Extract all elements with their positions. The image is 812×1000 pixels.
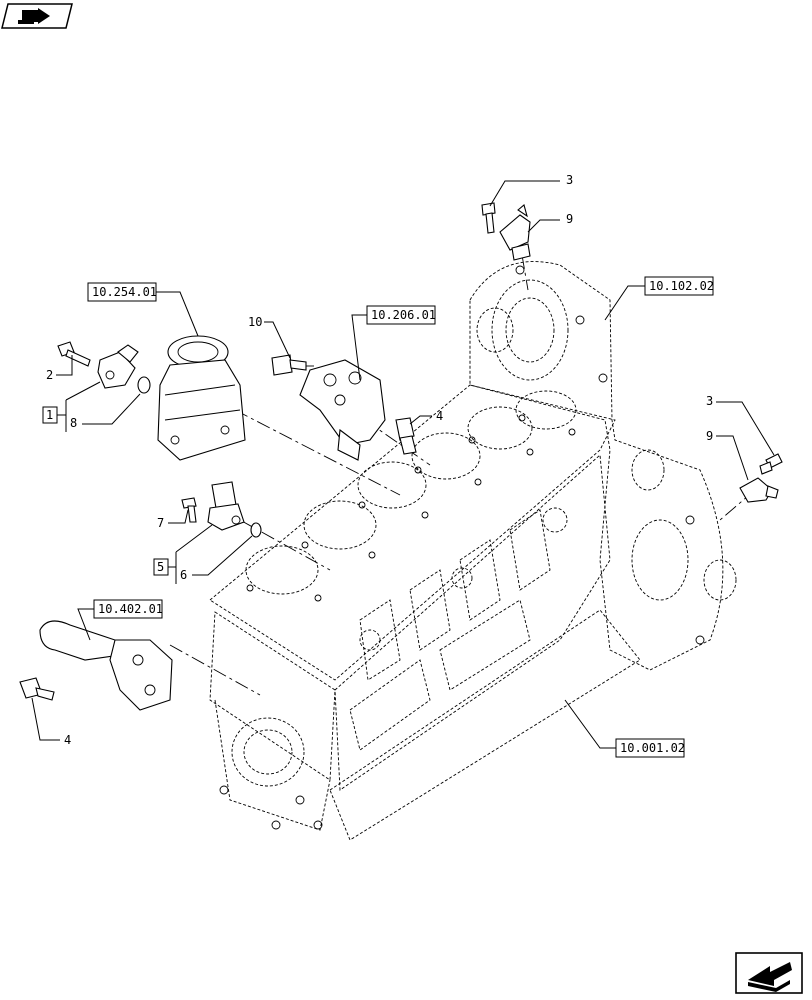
bolt-right (759, 453, 783, 475)
svg-text:2: 2 (46, 368, 53, 382)
leader-8 (82, 393, 141, 425)
leader-1 (57, 381, 101, 432)
callout-1-box: 1 (42, 406, 58, 424)
leader-9-top (527, 219, 560, 233)
temperature-sensor-4-mid (395, 417, 417, 455)
ref-box-10254[interactable]: 10.254.01 (87, 282, 157, 302)
svg-text:10.001.02: 10.001.02 (620, 741, 685, 755)
svg-text:6: 6 (180, 568, 187, 582)
svg-text:10: 10 (248, 315, 262, 329)
leader-2 (56, 355, 73, 376)
leader-3-right (716, 401, 775, 456)
temperature-sensor-4-bottom (19, 677, 55, 701)
ref-box-10001[interactable]: 10.001.02 (615, 738, 685, 758)
svg-text:10.206.01: 10.206.01 (371, 308, 436, 322)
crank-speed-sensor-right (739, 477, 779, 503)
next-page-arrow-icon[interactable] (735, 952, 803, 994)
o-ring-8 (137, 376, 151, 394)
leader-10102 (604, 285, 645, 321)
engine-block (209, 261, 737, 841)
svg-text:3: 3 (706, 394, 713, 408)
svg-text:4: 4 (436, 409, 443, 423)
leader-10001 (564, 699, 616, 749)
leader-5 (168, 524, 213, 584)
callout-8: 8 (70, 416, 77, 430)
callout-5-box: 5 (153, 558, 169, 576)
leader-4-bottom (31, 697, 60, 741)
callout-3-right: 3 (706, 394, 713, 408)
callout-9-right: 9 (706, 429, 713, 443)
callout-10: 10 (248, 315, 262, 329)
pressure-sensor-7 (207, 481, 245, 531)
svg-text:5: 5 (157, 560, 164, 574)
head-bolt-holes (246, 414, 576, 602)
svg-text:8: 8 (70, 416, 77, 430)
svg-text:9: 9 (706, 429, 713, 443)
svg-text:1: 1 (46, 408, 53, 422)
ref-box-10206[interactable]: 10.206.01 (366, 305, 436, 325)
bolt-2 (57, 341, 91, 367)
svg-text:10.402.01: 10.402.01 (98, 602, 163, 616)
callout-2: 2 (46, 368, 53, 382)
svg-text:3: 3 (566, 173, 573, 187)
leader-3-top (489, 180, 560, 207)
thermostat-housing (157, 335, 246, 461)
callout-6: 6 (180, 568, 187, 582)
svg-text:10.102.02: 10.102.02 (649, 279, 714, 293)
temperature-sensor-10 (271, 354, 314, 376)
oil-filter-head (299, 359, 386, 461)
crankcase-ribs (349, 507, 568, 751)
leader-9-right (716, 435, 749, 481)
leader-10206 (351, 314, 367, 381)
flywheel-housing (469, 261, 737, 671)
svg-text:10.254.01: 10.254.01 (92, 285, 157, 299)
callout-4-bottom: 4 (64, 733, 71, 747)
book-arrow-icon[interactable] (1, 3, 73, 29)
ref-box-10402[interactable]: 10.402.01 (93, 599, 163, 619)
leader-10 (264, 321, 291, 359)
leader-10402 (77, 608, 94, 641)
leader-7 (168, 509, 189, 524)
oil-pan-flange (329, 609, 641, 841)
callout-3-top: 3 (566, 173, 573, 187)
leader-6 (192, 535, 253, 576)
bolt-top (481, 202, 496, 234)
callout-4-mid: 4 (436, 409, 443, 423)
o-ring-6 (250, 522, 262, 538)
callout-9-top: 9 (566, 212, 573, 226)
svg-text:9: 9 (566, 212, 573, 226)
pressure-sensor-2 (97, 344, 139, 389)
svg-text:4: 4 (64, 733, 71, 747)
leader-4-mid (409, 415, 432, 425)
coolant-elbow-housing (39, 620, 173, 711)
front-crank-seal (214, 699, 331, 831)
ref-box-10102[interactable]: 10.102.02 (644, 276, 714, 296)
leader-10254 (156, 291, 199, 337)
callout-7: 7 (157, 516, 164, 530)
svg-text:7: 7 (157, 516, 164, 530)
bolt-7 (181, 497, 197, 523)
cam-speed-sensor-top (499, 204, 531, 261)
cylinder-bores (245, 390, 577, 595)
